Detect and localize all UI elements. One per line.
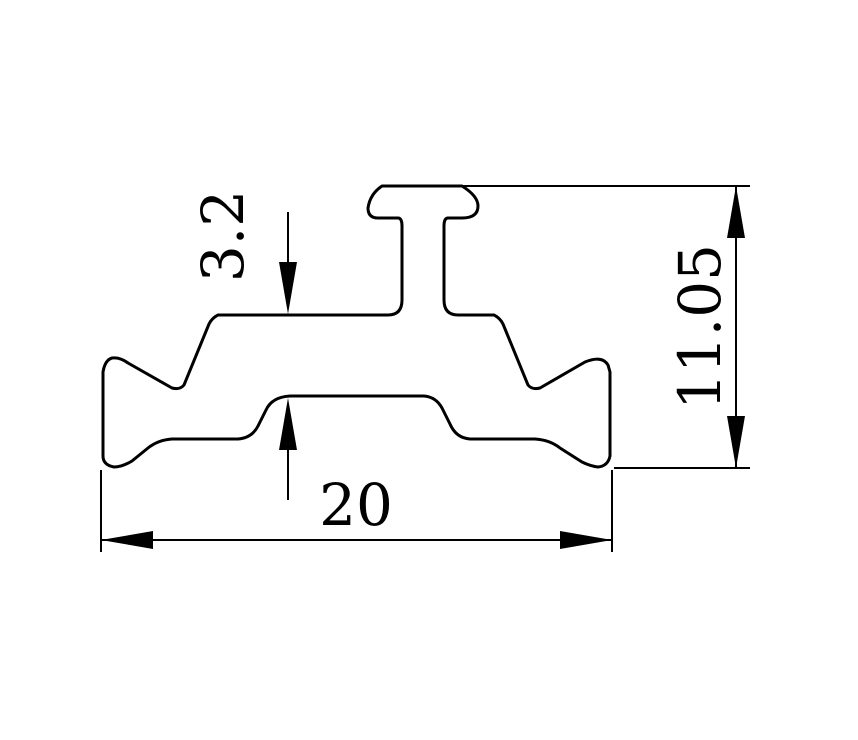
height-label: 11.05 [666,244,734,410]
width-label: 20 [319,471,393,539]
wall-arrow-bottom [279,398,297,450]
width-arrow-left [101,531,153,549]
profile-outline [101,184,612,469]
height-arrow-bottom [727,416,745,468]
wall-thickness-label: 3.2 [189,190,257,282]
width-arrow-right [560,531,612,549]
wall-arrow-top [279,262,297,314]
height-arrow-top [727,186,745,238]
